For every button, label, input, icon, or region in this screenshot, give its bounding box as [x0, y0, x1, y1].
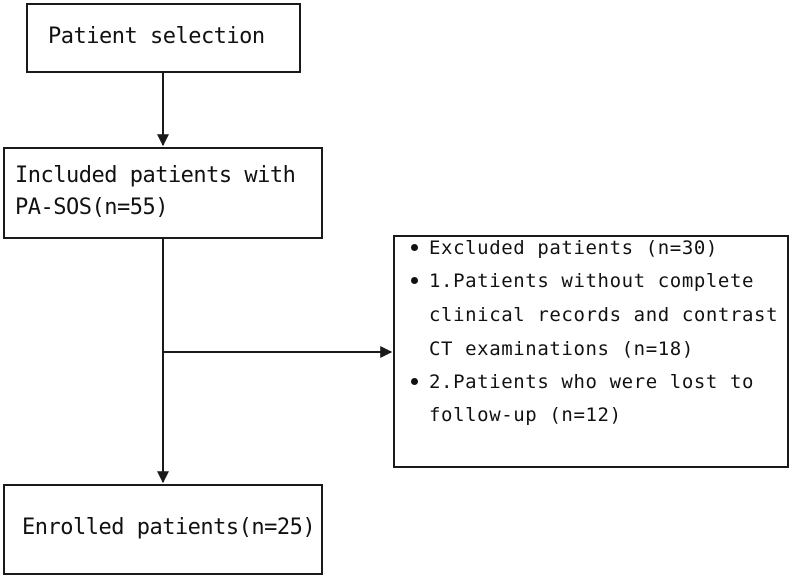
- excluded-patients-box: [393, 235, 789, 468]
- included-patients-label-line1: Included patients with: [15, 163, 296, 188]
- bullet-icon: [411, 244, 418, 251]
- bullet-icon: [411, 277, 418, 284]
- patient-selection-label: Patient selection: [48, 24, 265, 49]
- included-patients-box: [3, 147, 323, 239]
- excluded-item-2-line2: follow-up (n=12): [429, 404, 622, 426]
- enrolled-patients-box: [3, 484, 323, 575]
- included-patients-label-line2: PA-SOS(n=55): [15, 195, 168, 220]
- patient-selection-box: [26, 3, 301, 73]
- excluded-item-1-line1: 1.Patients without complete: [429, 270, 755, 292]
- enrolled-patients-label: Enrolled patients(n=25): [22, 515, 316, 540]
- excluded-item-1-line2: clinical records and contrast: [429, 304, 779, 326]
- excluded-item-1-line3: CT examinations (n=18): [429, 338, 694, 360]
- excluded-item-2-line1: 2.Patients who were lost to: [429, 371, 755, 393]
- bullet-icon: [411, 378, 418, 385]
- excluded-item-heading: Excluded patients (n=30): [429, 237, 718, 259]
